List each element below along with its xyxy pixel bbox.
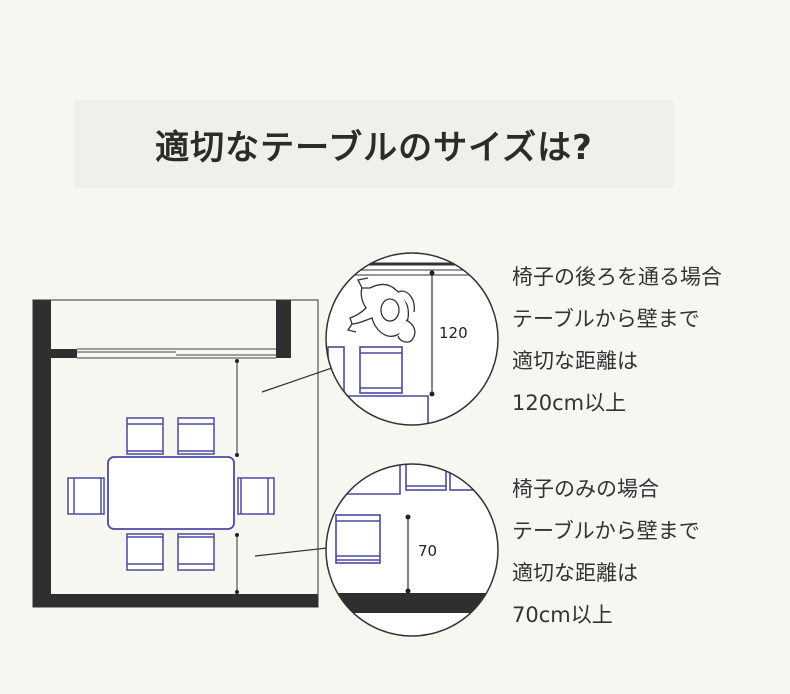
right-wall-stub <box>276 300 291 358</box>
zoom-circle-bottom: 70 <box>325 463 499 637</box>
chair-icon <box>126 533 164 571</box>
room-outline <box>32 299 319 608</box>
person-icon <box>346 277 416 343</box>
left-window-stub <box>51 349 77 358</box>
callout-pointer-bottom <box>254 547 328 566</box>
note-top-line: 椅子の後ろを通る場合 <box>512 265 722 289</box>
note-bottom-line: 椅子のみの場合 <box>512 477 659 501</box>
note-top-line: 適切な距離は <box>512 349 638 373</box>
zoom-circle-top: 120 <box>325 252 499 426</box>
room-dimension-top <box>235 359 239 457</box>
note-top-line: テーブルから壁まで <box>512 307 700 331</box>
room-dimension-bottom <box>235 533 239 594</box>
bottom-wall <box>33 594 318 607</box>
dimension-label-120: 120 <box>439 324 468 342</box>
chair-icon <box>67 477 105 515</box>
chair-icon <box>177 417 215 455</box>
note-bottom-line: 適切な距離は <box>512 561 638 585</box>
note-bottom-line: 70cm以上 <box>512 603 613 627</box>
note-top: 椅子の後ろを通る場合 テーブルから壁まで 適切な距離は 120cm以上 <box>512 256 722 424</box>
title-box: 適切なテーブルのサイズは? <box>74 100 674 188</box>
note-top-line: 120cm以上 <box>512 391 627 415</box>
dimension-label-70: 70 <box>418 542 437 560</box>
note-bottom: 椅子のみの場合 テーブルから壁まで 適切な距離は 70cm以上 <box>512 468 700 636</box>
chair-icon <box>126 417 164 455</box>
page-title: 適切なテーブルのサイズは? <box>155 127 593 168</box>
chair-icon <box>237 477 275 515</box>
table-icon <box>107 456 235 530</box>
sliding-door <box>77 348 276 359</box>
chair-icon <box>177 533 215 571</box>
left-wall <box>33 300 51 607</box>
note-bottom-line: テーブルから壁まで <box>512 519 700 543</box>
